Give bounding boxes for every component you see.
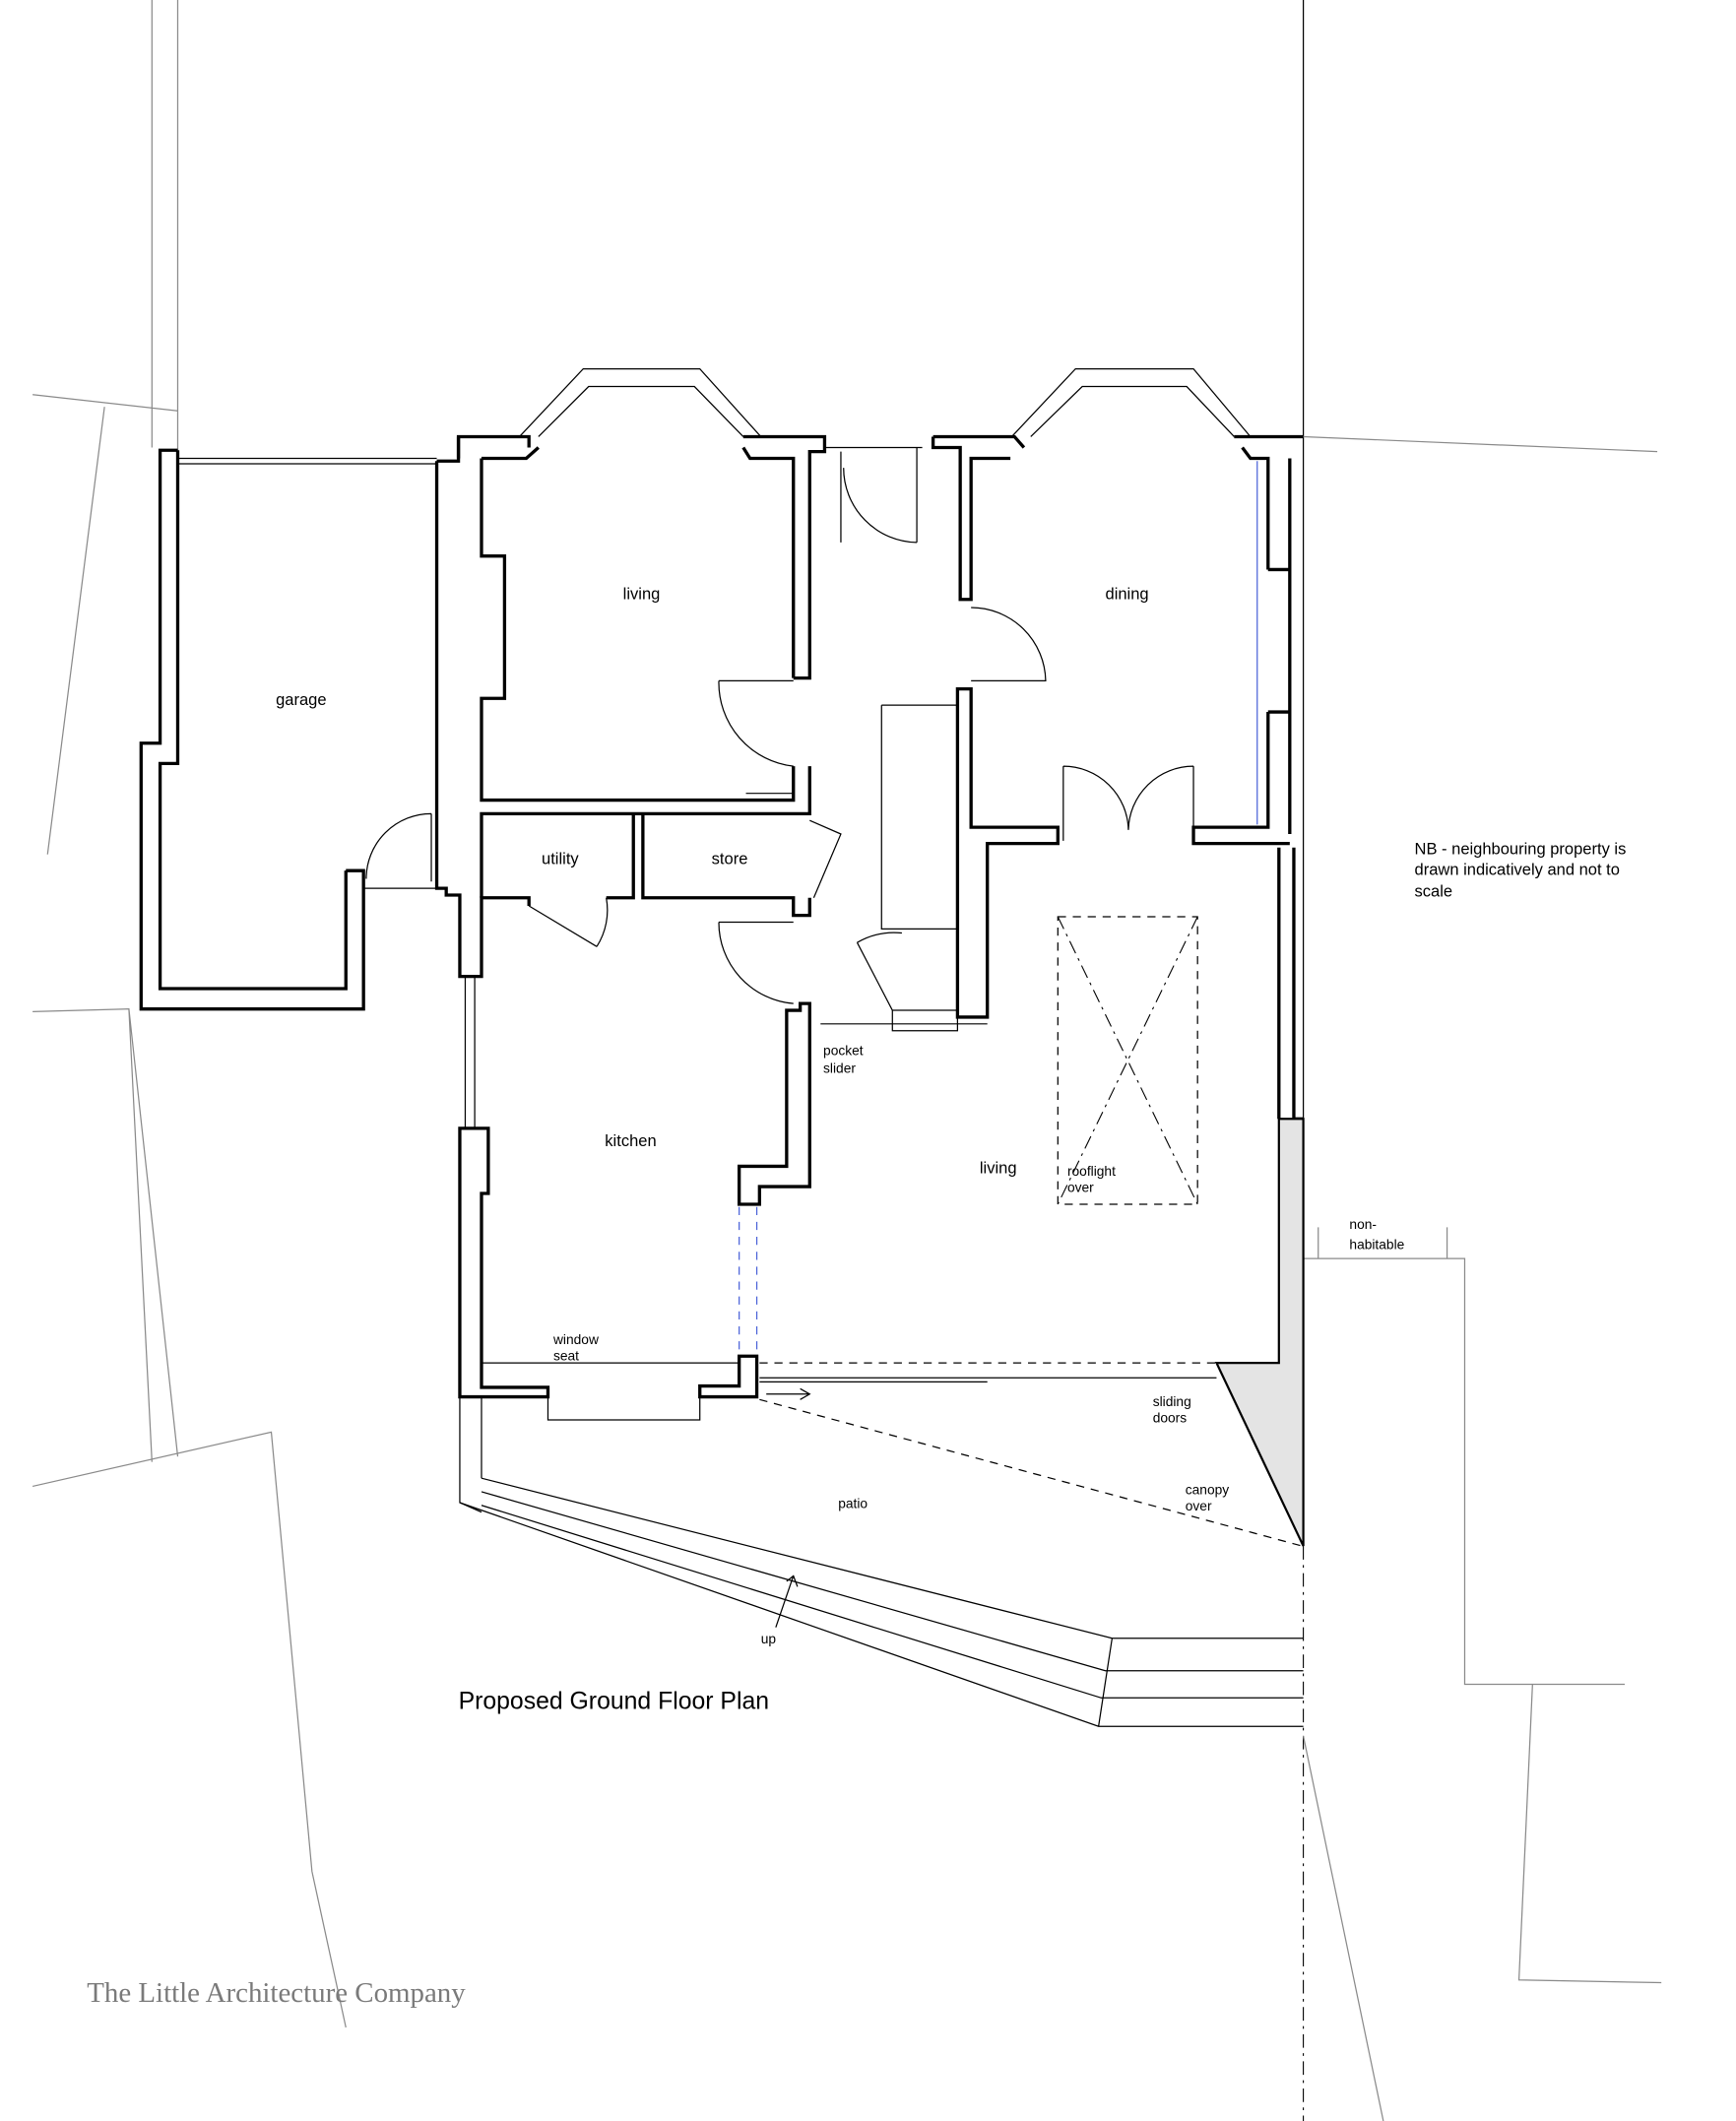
- company-logo: The Little Architecture Company: [87, 1977, 466, 2009]
- non-habitable-label-1: non-: [1349, 1217, 1377, 1232]
- canopy-label-1: canopy: [1186, 1483, 1230, 1498]
- room-label-utility: utility: [542, 849, 579, 868]
- drawing-title: Proposed Ground Floor Plan: [459, 1688, 769, 1714]
- sliding-doors-label-2: doors: [1153, 1411, 1188, 1426]
- rooflight-label-2: over: [1067, 1181, 1094, 1195]
- note-line-3: scale: [1415, 881, 1453, 900]
- rooflight-label-1: rooflight: [1067, 1164, 1116, 1179]
- shaded-wall-area: [1214, 1118, 1305, 1547]
- note-line-1: NB - neighbouring property is: [1415, 840, 1627, 859]
- rooflight-outline: [1057, 916, 1198, 1205]
- window-seat-label-1: window: [552, 1332, 599, 1347]
- house-walls: [434, 367, 1305, 1727]
- sliding-doors-label-1: sliding: [1153, 1394, 1191, 1409]
- pocket-slider-label-1: pocket: [823, 1043, 864, 1058]
- room-label-living-rear: living: [980, 1158, 1017, 1177]
- window-seat-label-2: seat: [553, 1348, 579, 1363]
- canopy-label-2: over: [1186, 1499, 1212, 1513]
- room-label-kitchen: kitchen: [605, 1131, 656, 1150]
- room-label-garage: garage: [276, 690, 326, 709]
- room-label-store: store: [712, 849, 748, 868]
- room-label-living-front: living: [623, 585, 661, 604]
- note-line-2: drawn indicatively and not to: [1415, 860, 1620, 878]
- room-label-dining: dining: [1106, 585, 1149, 604]
- patio-label: patio: [838, 1496, 868, 1510]
- garage-walls: [139, 448, 447, 1011]
- pocket-slider-label-2: slider: [823, 1060, 856, 1075]
- up-label: up: [761, 1632, 777, 1646]
- non-habitable-label-2: habitable: [1349, 1237, 1404, 1252]
